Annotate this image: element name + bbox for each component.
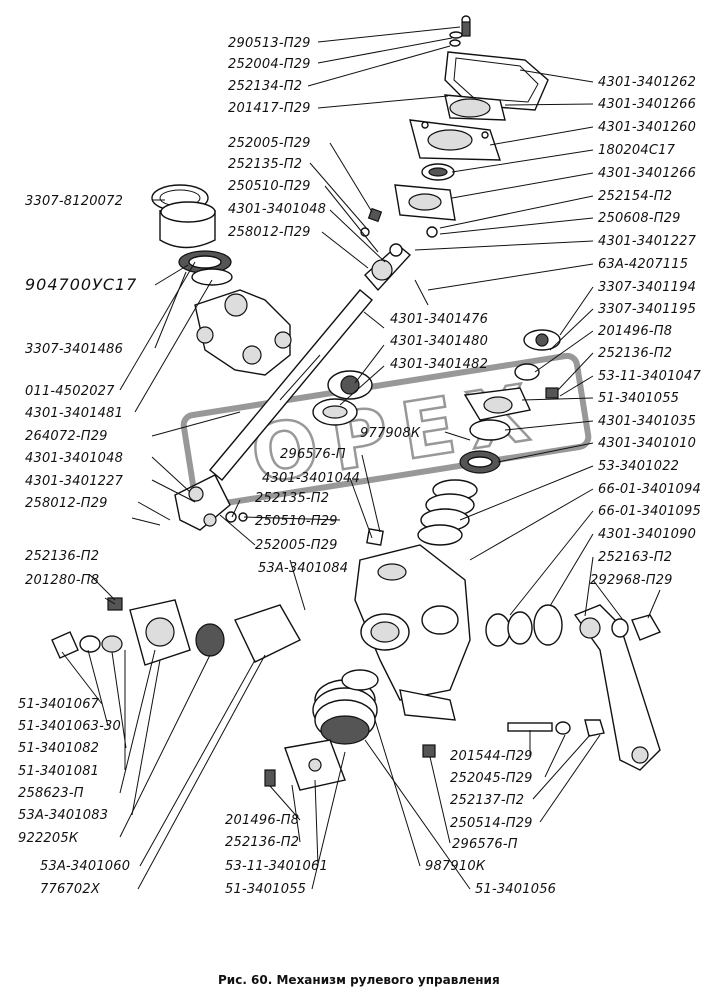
sector-shaft-bellows (312, 669, 379, 745)
steering-gear-housing (354, 544, 471, 721)
part-label: 252136-П2 (598, 346, 672, 361)
part-label: 53-11-3401061 (225, 859, 328, 874)
part-label: 4301-3401476 (390, 312, 488, 327)
part-label: 252134-П2 (228, 79, 302, 94)
part-label: 252136-П2 (225, 835, 299, 850)
part-label: 201280-П8 (25, 573, 99, 588)
part-label: 290513-П29 (228, 36, 311, 51)
part-label: 51-3401082 (18, 741, 99, 756)
part-label: 252154-П2 (598, 189, 672, 204)
part-label: 292968-П29 (590, 573, 673, 588)
part-label: 904700УС17 (25, 275, 137, 294)
part-label: 4301-3401044 (262, 471, 360, 486)
part-label: 63А-4207115 (598, 257, 688, 272)
part-label: 3307-8120072 (25, 194, 123, 209)
part-label: 53-11-3401047 (598, 369, 701, 384)
part-label: 250514-П29 (450, 816, 533, 831)
part-label: 4301-3401227 (25, 474, 124, 489)
part-label: 51-3401081 (18, 764, 99, 779)
top-cover-assembly (394, 15, 549, 238)
lower-cardan-joint (131, 474, 384, 546)
parts-drawing (51, 15, 662, 791)
bearing-and-seal (312, 370, 373, 426)
part-label: 296576-П (280, 447, 346, 462)
part-label: 264072-П29 (25, 429, 108, 444)
part-label: 252163-П2 (598, 550, 672, 565)
part-label: 252045-П29 (450, 771, 533, 786)
part-label: 53А-3401084 (258, 561, 348, 576)
part-label: 53-3401022 (598, 459, 679, 474)
part-label: 258623-П (18, 786, 84, 801)
part-label: 252135-П2 (255, 491, 329, 506)
worm-bellows (417, 479, 478, 546)
leader-lines (61, 26, 661, 890)
part-label: 53А-3401083 (18, 808, 108, 823)
part-label: 922205К (18, 831, 79, 846)
part-label: 180204С17 (598, 143, 676, 158)
bottom-right-bolts (422, 719, 605, 758)
intermediate-shaft (209, 207, 429, 481)
part-label: 3307-3401486 (25, 342, 123, 357)
part-label: 4301-3401260 (598, 120, 696, 135)
part-label: 4301-3401262 (598, 75, 696, 90)
part-label: 250510-П29 (228, 179, 311, 194)
part-label: 51-3401055 (598, 391, 679, 406)
part-label: 252137-П2 (450, 793, 524, 808)
upper-cross-joint (194, 289, 292, 376)
part-label: 296576-П (452, 837, 518, 852)
part-label: 252136-П2 (25, 549, 99, 564)
part-label: 201496-П8 (598, 324, 672, 339)
part-label: 4301-3401090 (598, 527, 696, 542)
part-label: 4301-3401481 (25, 406, 123, 421)
right-bearing-stack (459, 329, 561, 474)
part-label: 4301-3401048 (25, 451, 123, 466)
part-label: 252004-П29 (228, 57, 311, 72)
part-label: 250608-П29 (598, 211, 681, 226)
part-label: 250510-П29 (255, 514, 338, 529)
part-label: 258012-П29 (228, 225, 311, 240)
side-cover-lower (264, 739, 346, 791)
part-label: 987910К (425, 859, 486, 874)
part-label: 201417-П29 (228, 101, 311, 116)
part-label: 252005-П29 (255, 538, 338, 553)
part-label: 776702Х (40, 882, 101, 897)
pitman-arm-group (485, 604, 662, 771)
part-label: 4301-3401010 (598, 436, 696, 451)
part-label: 252135-П2 (228, 157, 302, 172)
part-label: 201496-П8 (225, 813, 299, 828)
part-label: 3307-3401195 (598, 302, 696, 317)
part-label: 011-4502027 (25, 384, 115, 399)
left-end-cover (51, 597, 301, 666)
part-label: 53А-3401060 (40, 859, 130, 874)
part-label: 66-01-3401094 (598, 482, 701, 497)
part-label: 4301-3401227 (598, 234, 697, 249)
part-label: 252005-П29 (228, 136, 311, 151)
part-label: 4301-3401035 (598, 414, 696, 429)
part-label: 3307-3401194 (598, 280, 696, 295)
part-label: 66-01-3401095 (598, 504, 701, 519)
part-label: 4301-3401266 (598, 97, 696, 112)
part-number-labels: 290513-П29 252004-П29 252134-П2 201417-П… (18, 36, 701, 897)
part-label: 4301-3401048 (228, 202, 326, 217)
part-label: 201544-П29 (450, 749, 533, 764)
part-label: 51-3401056 (475, 882, 556, 897)
part-label: 51-3401063-30 (18, 719, 121, 734)
figure-caption: Рис. 60. Механизм рулевого управления (218, 973, 500, 987)
part-label: 258012-П29 (25, 496, 108, 511)
part-label: 4301-3401482 (390, 357, 488, 372)
part-label: 4301-3401480 (390, 334, 488, 349)
part-label: 51-3401067 (18, 697, 100, 712)
part-label: 977908К (360, 426, 421, 441)
part-label: 4301-3401266 (598, 166, 696, 181)
part-label: 51-3401055 (225, 882, 306, 897)
